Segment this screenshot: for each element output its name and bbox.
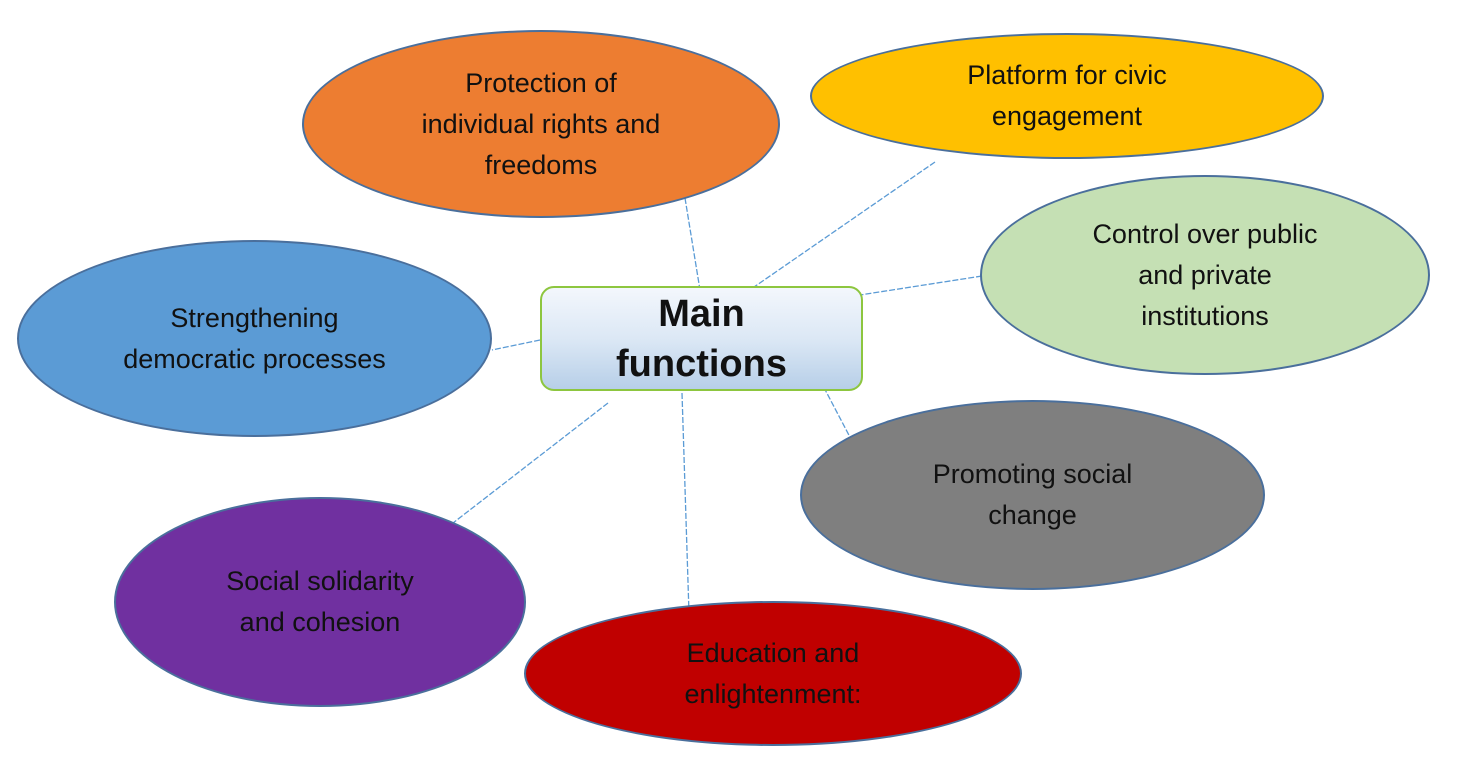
node-label: Promoting social change [932,459,1133,530]
connector-civic [727,161,936,306]
node-label: Platform for civic engagement [967,60,1167,131]
connector-protection [684,197,701,291]
central-node[interactable]: Main functions [540,286,863,391]
node-solidarity[interactable]: Social solidarity and cohesion [114,497,526,707]
node-protection[interactable]: Protection of individual rights and free… [302,30,780,218]
node-civic[interactable]: Platform for civic engagement [810,33,1324,159]
node-label: Strengthening democratic processes [123,302,386,374]
connector-education [681,392,691,646]
connector-democratic [491,339,541,351]
node-label: Protection of individual rights and free… [421,67,661,180]
central-node-label: Main functions [616,292,787,385]
node-democratic[interactable]: Strengthening democratic processes [17,240,492,437]
node-control[interactable]: Control over public and private institut… [980,175,1430,375]
node-label: Control over public and private institut… [1092,218,1318,331]
node-label: Social solidarity and cohesion [226,566,414,637]
node-label: Education and enlightenment: [684,637,862,709]
node-social-change[interactable]: Promoting social change [800,400,1265,590]
node-education[interactable]: Education and enlightenment: [524,601,1022,746]
